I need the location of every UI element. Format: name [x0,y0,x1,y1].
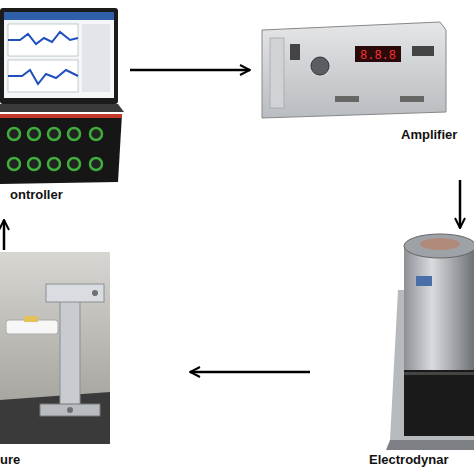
equipment-node: ontroller [0,0,125,205]
flow-arrow [130,69,250,72]
equipment-label: Electrodynar [369,452,448,467]
amplifier-illustration: 8.8.8 [262,22,446,118]
svg-text:8.8.8: 8.8.8 [360,49,396,63]
equipment-node: ure [0,250,112,474]
equipment-node: Amplifier [255,15,474,145]
equipment-label: ure [0,452,20,467]
fixture-illustration [0,252,110,444]
flow-arrow [459,180,462,228]
flow-arrow [3,220,6,250]
flow-arrow [190,371,310,374]
equipment-label: ontroller [10,187,63,202]
equipment-label: Amplifier [401,127,457,142]
controller-illustration [0,8,124,184]
shaker-illustration [386,234,474,450]
equipment-node: Electrodynar [365,228,474,474]
